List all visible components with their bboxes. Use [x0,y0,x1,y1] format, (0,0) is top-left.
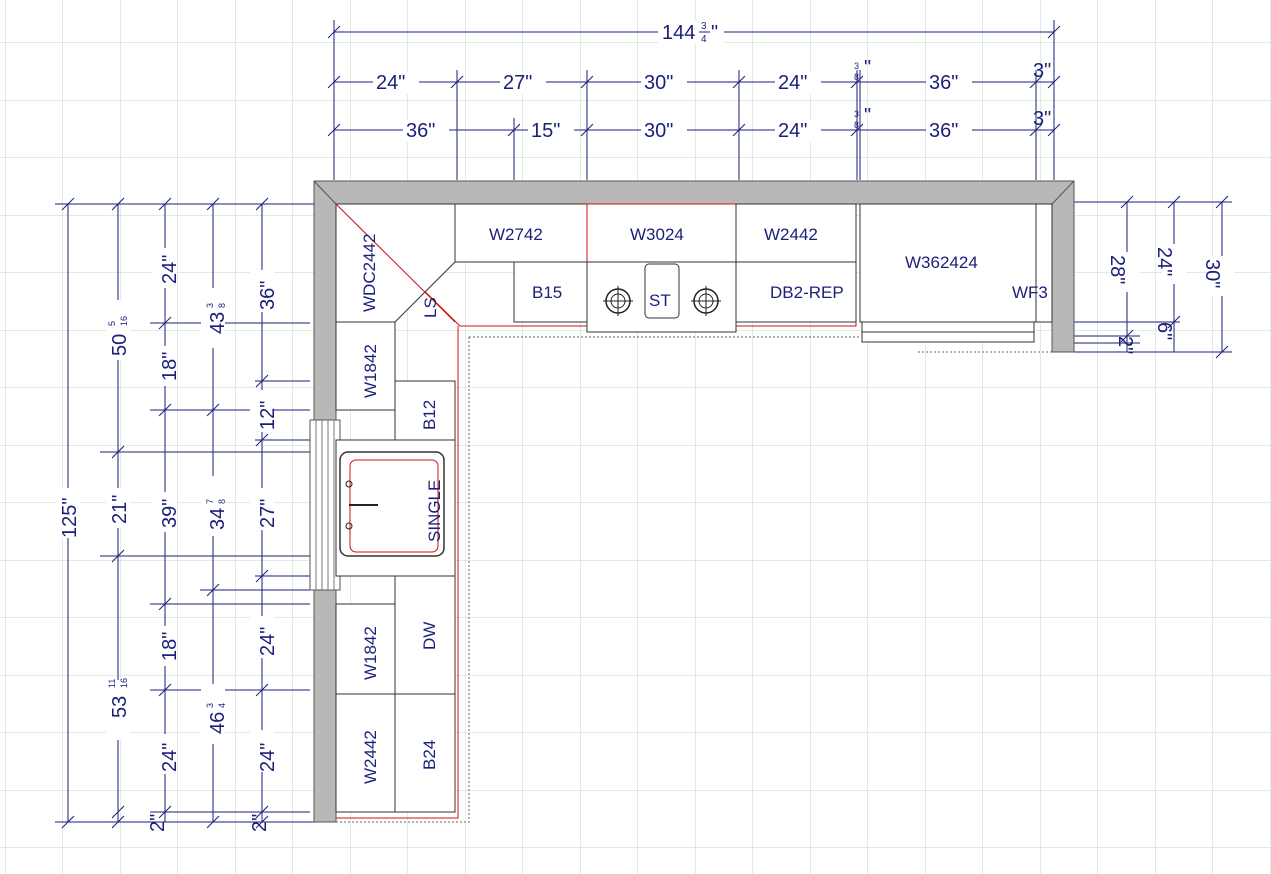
base-cabinet-b12 [394,380,456,441]
svg-text:W3024: W3024 [630,225,684,244]
dishwasher [394,575,456,695]
svg-text:W2442: W2442 [764,225,818,244]
wall-cabinet-w1842-upper [335,321,396,411]
right-dim-1: 28" [1106,255,1128,284]
svg-text:8: 8 [217,499,227,504]
left-col5-4: 24" [257,627,279,656]
right-dim-3: 30" [1201,259,1223,288]
left-col3-4: 18" [159,632,181,661]
overall-width-label: 144 [662,22,695,44]
wall-cabinet-w3024 [586,203,737,263]
left-col5-1: 36" [257,281,279,310]
sink-label: SINGLE [425,480,444,542]
svg-text:B12: B12 [420,400,439,430]
upper-dim-5: 36" [929,72,958,94]
lower-small-den: 8 [854,120,859,130]
base-cabinet-b24 [394,693,456,813]
svg-text:8: 8 [217,303,227,308]
svg-text:3: 3 [205,703,215,708]
svg-text:5: 5 [107,321,117,326]
left-col3-2: 18" [159,352,181,381]
walls [309,180,1075,823]
top-run-cabinets: WDC2442 LS W2742 W3024 W2442 B15 ST DB2-… [335,203,1053,343]
left-col5-6: 2" [249,814,271,832]
lower-dim-1: 36" [406,120,435,142]
left-col3-5: 24" [159,743,181,772]
upper-small-den: 8 [854,72,859,82]
lower-dim-6: 3" [1033,108,1051,130]
svg-text:W2442: W2442 [361,730,380,784]
upper-dim-2: 27" [503,72,532,94]
svg-text:3: 3 [205,303,215,308]
svg-text:W2742: W2742 [489,225,543,244]
burner-right-icon [691,286,721,316]
corner-cabinet-label: WDC2442 [360,234,379,312]
left-col2-bot: 53 [109,696,131,718]
wall-cabinet-w2742 [454,203,588,263]
svg-text:B24: B24 [420,740,439,770]
upper-dim-6: 3" [1033,60,1051,82]
lower-dim-4: 24" [778,120,807,142]
upper-dim-3: 30" [644,72,673,94]
window [309,419,341,591]
left-col2-mid: 21" [109,495,131,524]
filler-wf3 [1035,203,1053,323]
refrigerator-cabinet-w362424 [859,203,1037,323]
upper-dim-4: 24" [778,72,807,94]
svg-text:W1842: W1842 [361,344,380,398]
left-col4-top: 43 [207,312,229,334]
svg-text:B15: B15 [532,283,562,302]
right-dim-2: 24" [1153,247,1175,276]
left-col2-top: 50 [109,334,131,356]
left-col5-5: 24" [257,743,279,772]
svg-text:16: 16 [119,678,129,688]
lower-small-num: 3 [854,109,859,119]
left-col3-1: 24" [159,255,181,284]
left-run-cabinets: W1842 B12 SINGLE W1842 DW W2442 B24 [335,321,456,813]
svg-text:": " [864,105,871,127]
right-dimensions: 28" 24" 30" 6" 2" [1074,195,1234,359]
overall-frac-den: 4 [701,34,707,45]
left-col3-3: 39" [159,499,181,528]
svg-text:11: 11 [107,679,117,688]
svg-text:": " [864,57,871,79]
left-col4-mid: 34 [207,508,229,530]
left-col5-3: 27" [257,499,279,528]
lazy-susan-label: LS [421,297,440,318]
right-dim-5: 2" [1114,336,1136,354]
svg-text:WF3: WF3 [1012,283,1048,302]
wall-cabinet-w2442 [735,203,857,263]
left-col2-end: 2" [147,814,169,832]
left-col5-2: 12" [257,401,279,430]
svg-text:16: 16 [119,316,129,326]
right-dim-4: 6" [1153,322,1175,340]
svg-text:DB2-REP: DB2-REP [770,283,844,302]
wall-cabinet-w2442-lower [335,693,396,813]
svg-text:": " [711,22,718,44]
left-overall-label: 125" [59,498,81,538]
stove-label: ST [649,291,671,310]
svg-text:W1842: W1842 [361,626,380,680]
overall-frac-num: 3 [701,21,707,32]
top-dimensions: 144 3 4 " 24" 27" 30" 24" 3 [327,20,1061,180]
upper-small-num: 3 [854,61,859,71]
svg-text:4: 4 [217,703,227,708]
svg-text:7: 7 [205,499,215,504]
lower-dim-2: 15" [531,120,560,142]
base-cabinet-b15 [513,261,588,323]
lower-dim-5: 36" [929,120,958,142]
left-dimensions: 125" 50 5 16 21" 53 11 16 2" 24" 18" 39" [55,197,315,832]
left-col4-bot: 46 [207,712,229,734]
lower-dim-3: 30" [644,120,673,142]
upper-dim-1: 24" [376,72,405,94]
burner-left-icon [603,286,633,316]
base-cabinet-db2-rep [735,261,857,323]
svg-text:W362424: W362424 [905,253,978,272]
svg-text:DW: DW [420,622,439,650]
